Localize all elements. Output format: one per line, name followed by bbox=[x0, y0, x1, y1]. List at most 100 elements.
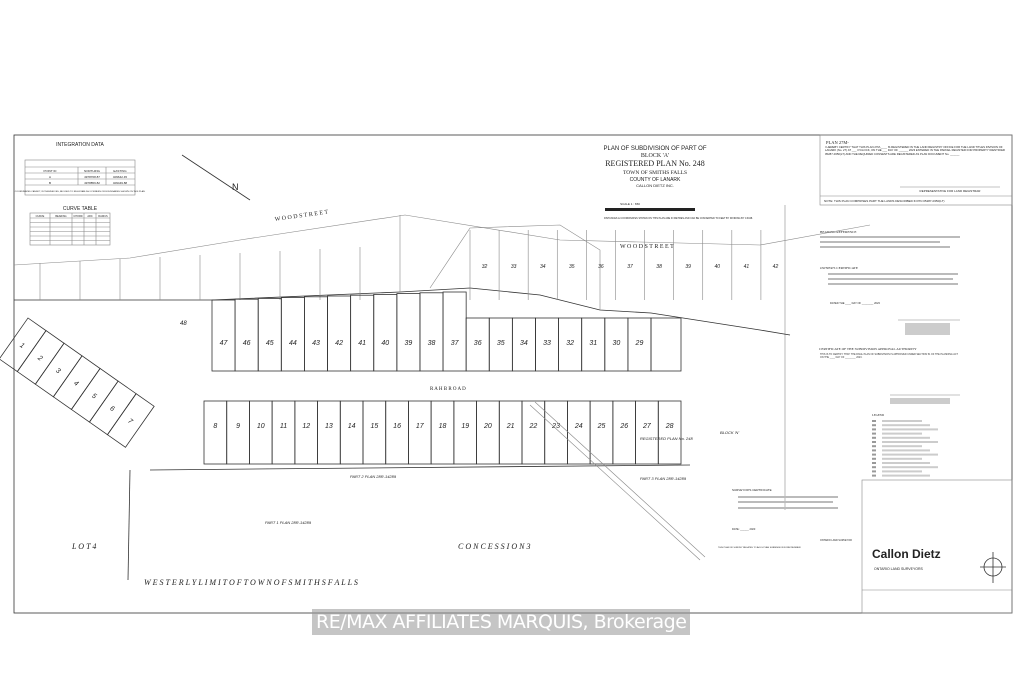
lot-number: 8 bbox=[213, 423, 217, 430]
lot-parcel bbox=[396, 293, 421, 372]
lot-parcel bbox=[521, 400, 546, 465]
parcel-lines bbox=[13, 214, 871, 336]
lot-parcel bbox=[317, 400, 341, 465]
curve-col-header: CURVE bbox=[36, 215, 45, 218]
lot-number: 14 bbox=[348, 423, 356, 430]
wood-street-label: W O O D S T R E E T bbox=[274, 210, 328, 223]
curve-col-header: ARC bbox=[87, 215, 92, 218]
lot-number: 17 bbox=[416, 423, 425, 430]
lot-number: 43 bbox=[312, 340, 320, 347]
lot-parcel bbox=[350, 294, 375, 372]
lot-parcel bbox=[657, 400, 682, 465]
lot-number: 15 bbox=[370, 423, 378, 430]
registry-box: PLAN 27M- I HEREBY CERTIFY THAT THIS PLA… bbox=[819, 134, 1013, 206]
lot-number: 13 bbox=[325, 423, 333, 430]
upper-lot-number: 35 bbox=[569, 264, 575, 270]
lot-parcel bbox=[249, 400, 273, 465]
registrar-signature: REPRESENTATIVE FOR LAND REGISTRAR bbox=[920, 189, 982, 193]
lot-number: 39 bbox=[404, 340, 412, 347]
title-block: PLAN OF SUBDIVISION OF PART OF BLOCK 'A'… bbox=[603, 146, 753, 220]
lot-number: 2 bbox=[35, 354, 43, 363]
lot-number: 11 bbox=[280, 423, 287, 430]
title-line: TOWN OF SMITHS FALLS bbox=[623, 170, 687, 176]
upper-lot-number: 42 bbox=[773, 264, 779, 270]
north-arrow: N bbox=[181, 154, 251, 201]
upper-lot-number: 40 bbox=[714, 264, 720, 270]
firm-subtitle: ONTARIO LAND SURVEYORS bbox=[874, 567, 924, 571]
cell: 4978859.82 bbox=[84, 181, 100, 185]
lot-number: 28 bbox=[665, 423, 674, 430]
wood-street-label: W O O D S T R E E T bbox=[620, 244, 674, 250]
block-48-label: 48 bbox=[180, 321, 187, 327]
cell: B bbox=[49, 181, 51, 185]
cell: A bbox=[49, 175, 51, 179]
lot-parcel bbox=[385, 400, 409, 465]
lot-number: 37 bbox=[451, 340, 460, 347]
title-line: COUNTY OF LANARK bbox=[630, 177, 681, 183]
upper-lot-number: 33 bbox=[511, 264, 517, 270]
lot-parcel bbox=[453, 400, 477, 465]
lot-parcel bbox=[408, 400, 432, 465]
lot-number: 41 bbox=[358, 340, 366, 347]
westerly-limit-label: W E S T E R L Y L I M I T O F T O W N O … bbox=[144, 578, 358, 587]
lot-parcel bbox=[373, 293, 398, 372]
upper-lot-number: 38 bbox=[656, 264, 662, 270]
certificates: BEARING REFERENCE OWNER'S CERTIFICATE DA… bbox=[718, 230, 960, 549]
firm-logo: Callon Dietz bbox=[872, 547, 941, 561]
lot-number: 23 bbox=[551, 423, 560, 430]
cell: 4978768.87 bbox=[84, 175, 100, 179]
integration-heading: INTEGRATION DATA bbox=[56, 142, 104, 148]
cell: 409642.45 bbox=[113, 175, 128, 179]
lot-number: 7 bbox=[126, 418, 134, 427]
lot-parcel bbox=[203, 400, 228, 465]
part3-label: PART 3 PLAN 28R-14289 bbox=[640, 476, 687, 481]
lot-number: 24 bbox=[574, 423, 583, 430]
lot-number: 5 bbox=[90, 393, 97, 401]
lot-number: 38 bbox=[428, 340, 436, 347]
brokerage-watermark: RE/MAX AFFILIATES MARQUIS, Brokerage bbox=[312, 609, 691, 635]
lot-number: 21 bbox=[506, 423, 515, 430]
lot-parcel bbox=[280, 297, 305, 372]
surveyor-heading: SURVEYOR'S CERTIFICATE bbox=[732, 488, 772, 492]
owners-heading: OWNER'S CERTIFICATE bbox=[820, 266, 858, 270]
lot-parcel bbox=[498, 400, 523, 465]
legend-heading: LEGEND bbox=[872, 413, 885, 417]
lot-parcel bbox=[271, 400, 296, 465]
bearing-heading: BEARING REFERENCE bbox=[820, 230, 856, 234]
scale-bar bbox=[605, 208, 695, 211]
lot-parcel bbox=[476, 400, 500, 465]
lot-number: 33 bbox=[543, 340, 551, 347]
title-line: CALLON DIETZ INC. bbox=[636, 183, 674, 188]
pin-note: NOTE: THIS PLAN COMPRISES PART THE LANDS… bbox=[824, 199, 945, 203]
lot-parcel bbox=[211, 299, 236, 372]
lot-number: 34 bbox=[520, 340, 528, 347]
lot-parcel bbox=[567, 400, 591, 465]
block-parcel bbox=[650, 317, 682, 372]
lot-parcel bbox=[442, 291, 467, 372]
lot-parcel bbox=[327, 295, 352, 372]
lot-number: 19 bbox=[461, 423, 469, 430]
lot-number: 40 bbox=[381, 340, 389, 347]
lot-number: 4 bbox=[72, 380, 79, 388]
survey-note: THIS PLAN OF SURVEY RELATES TO AOLS PLAN… bbox=[718, 546, 801, 549]
lot-number: 47 bbox=[220, 340, 229, 347]
lot-parcel bbox=[612, 400, 636, 465]
lot-parcel bbox=[234, 298, 259, 372]
lot-parcel bbox=[635, 400, 659, 465]
concession-label: C O N C E S S I O N 3 bbox=[458, 542, 530, 551]
lot-parcel bbox=[257, 297, 282, 372]
upper-lot-number: 36 bbox=[598, 264, 604, 270]
metric-note: DISTANCES & COORDINATES SHOWN ON THIS PL… bbox=[604, 217, 753, 220]
lot-number: 6 bbox=[108, 405, 115, 413]
block-n-label: BLOCK 'N' bbox=[720, 430, 739, 435]
lot-parcel bbox=[106, 393, 155, 448]
upper-lot-number: 37 bbox=[627, 264, 633, 270]
col-northing: NORTHING bbox=[84, 169, 101, 173]
lot-parcel bbox=[419, 292, 444, 372]
lot-parcel bbox=[226, 400, 250, 465]
lot-number: 29 bbox=[635, 340, 644, 347]
